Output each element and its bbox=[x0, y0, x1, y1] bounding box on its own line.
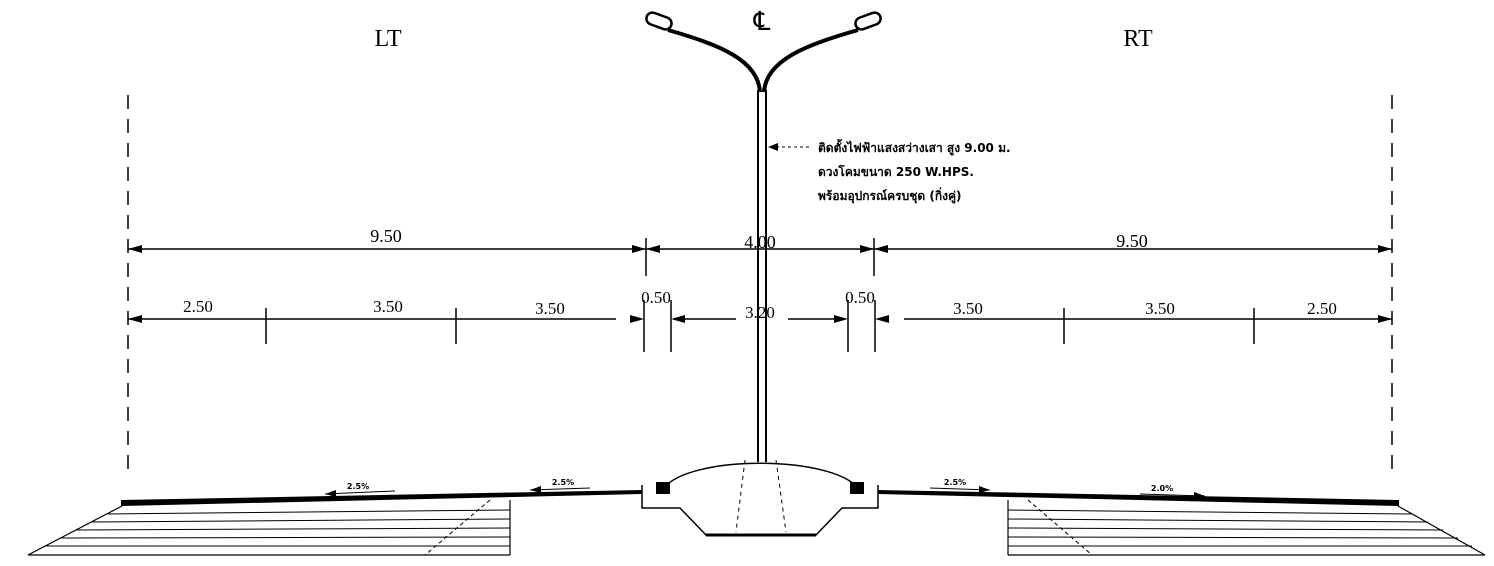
dim-median-width: 3.20 bbox=[745, 303, 775, 322]
right-side-label: RT bbox=[1123, 26, 1153, 52]
lamp-note-line-1: ติดตั้งไฟฟ้าแสงสว่างเสา สูง 9.00 ม. bbox=[818, 138, 1011, 156]
lamp-note-line-2: ดวงโคมขนาด 250 W.HPS. bbox=[818, 164, 974, 179]
right-pavement bbox=[878, 490, 1399, 506]
slope-arrow-right-outer bbox=[1139, 492, 1206, 499]
lane-dimension-line bbox=[128, 300, 1392, 352]
slope-label-left-inner: 2.5% bbox=[552, 478, 574, 487]
dim-median-overall: 4.00 bbox=[744, 232, 776, 252]
overall-dimension-line bbox=[128, 238, 1392, 276]
slope-arrow-left-outer bbox=[324, 490, 396, 497]
lamp-note-line-3: พร้อมอุปกรณ์ครบชุด (กิ่งคู่) bbox=[818, 187, 961, 204]
median-island bbox=[641, 459, 879, 537]
dim-left-overall: 9.50 bbox=[370, 226, 402, 246]
left-side-label: LT bbox=[374, 26, 401, 52]
dim-right-shoulder: 2.50 bbox=[1307, 299, 1337, 318]
left-pavement bbox=[121, 490, 642, 506]
dim-left-lane-outer: 3.50 bbox=[373, 297, 403, 316]
slope-arrow-right-inner bbox=[929, 486, 991, 493]
dim-right-lane-outer: 3.50 bbox=[1145, 299, 1175, 318]
street-lamp-pole bbox=[645, 11, 882, 462]
dim-right-overall: 9.50 bbox=[1116, 231, 1148, 251]
slope-label-right-inner: 2.5% bbox=[944, 478, 966, 487]
centerline-symbol: ℄ bbox=[753, 7, 771, 36]
dim-right-curb: 0.50 bbox=[845, 288, 875, 307]
slope-label-left-outer: 2.5% bbox=[347, 482, 369, 491]
left-embankment bbox=[27, 499, 511, 556]
lamp-note-arrowhead bbox=[768, 143, 778, 151]
slope-label-right-outer: 2.0% bbox=[1151, 484, 1173, 493]
right-embankment bbox=[1007, 499, 1486, 556]
slope-arrow-left-inner bbox=[529, 486, 591, 493]
dim-left-curb: 0.50 bbox=[641, 288, 671, 307]
dim-right-lane-inner: 3.50 bbox=[953, 299, 983, 318]
dim-left-shoulder: 2.50 bbox=[183, 297, 213, 316]
dim-left-lane-inner: 3.50 bbox=[535, 299, 565, 318]
